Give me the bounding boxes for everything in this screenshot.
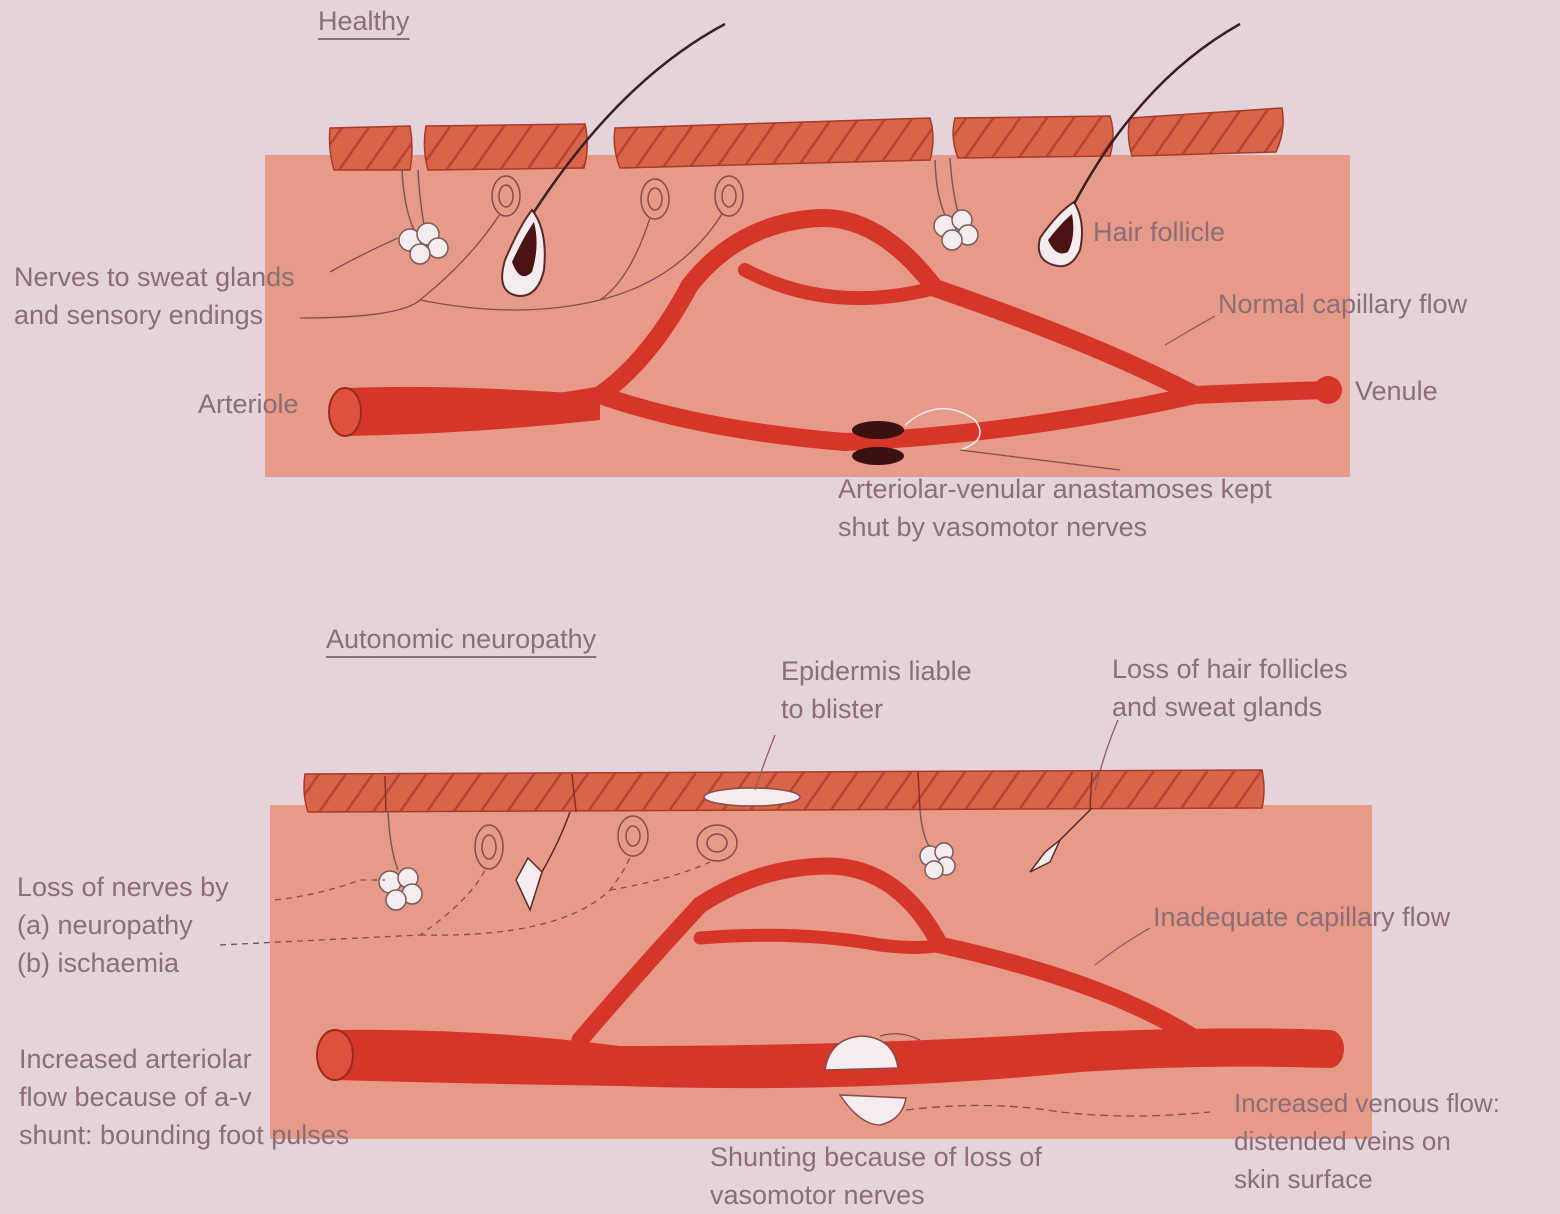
hair-follicle-label: Hair follicle bbox=[1093, 213, 1225, 251]
inadequate-flow-label: Inadequate capillary flow bbox=[1153, 898, 1450, 936]
increased-arteriolar-label: Increased arteriolar flow because of a-v… bbox=[19, 1040, 349, 1154]
neuropathy-title: Autonomic neuropathy bbox=[326, 620, 596, 658]
increased-venous-label: Increased venous flow: distended veins o… bbox=[1234, 1084, 1500, 1198]
loss-nerves-label: Loss of nerves by (a) neuropathy (b) isc… bbox=[17, 868, 229, 982]
epidermis-label: Epidermis liable to blister bbox=[781, 652, 972, 728]
venule-label: Venule bbox=[1355, 372, 1438, 410]
shunting-label: Shunting because of loss of vasomotor ne… bbox=[710, 1138, 1042, 1214]
normal-capillary-flow-label: Normal capillary flow bbox=[1218, 285, 1467, 323]
blister-icon bbox=[704, 788, 800, 806]
loss-follicles-label: Loss of hair follicles and sweat glands bbox=[1112, 650, 1348, 726]
dermis-layer bbox=[270, 805, 1372, 1139]
arteriole-label: Arteriole bbox=[198, 385, 299, 423]
venule bbox=[1316, 1030, 1344, 1068]
venule bbox=[1314, 376, 1342, 404]
anastomoses-label: Arteriolar-venular anastamoses kept shut… bbox=[838, 470, 1272, 546]
healthy-title: Healthy bbox=[318, 2, 410, 40]
nerves-label: Nerves to sweat glands and sensory endin… bbox=[14, 258, 295, 334]
